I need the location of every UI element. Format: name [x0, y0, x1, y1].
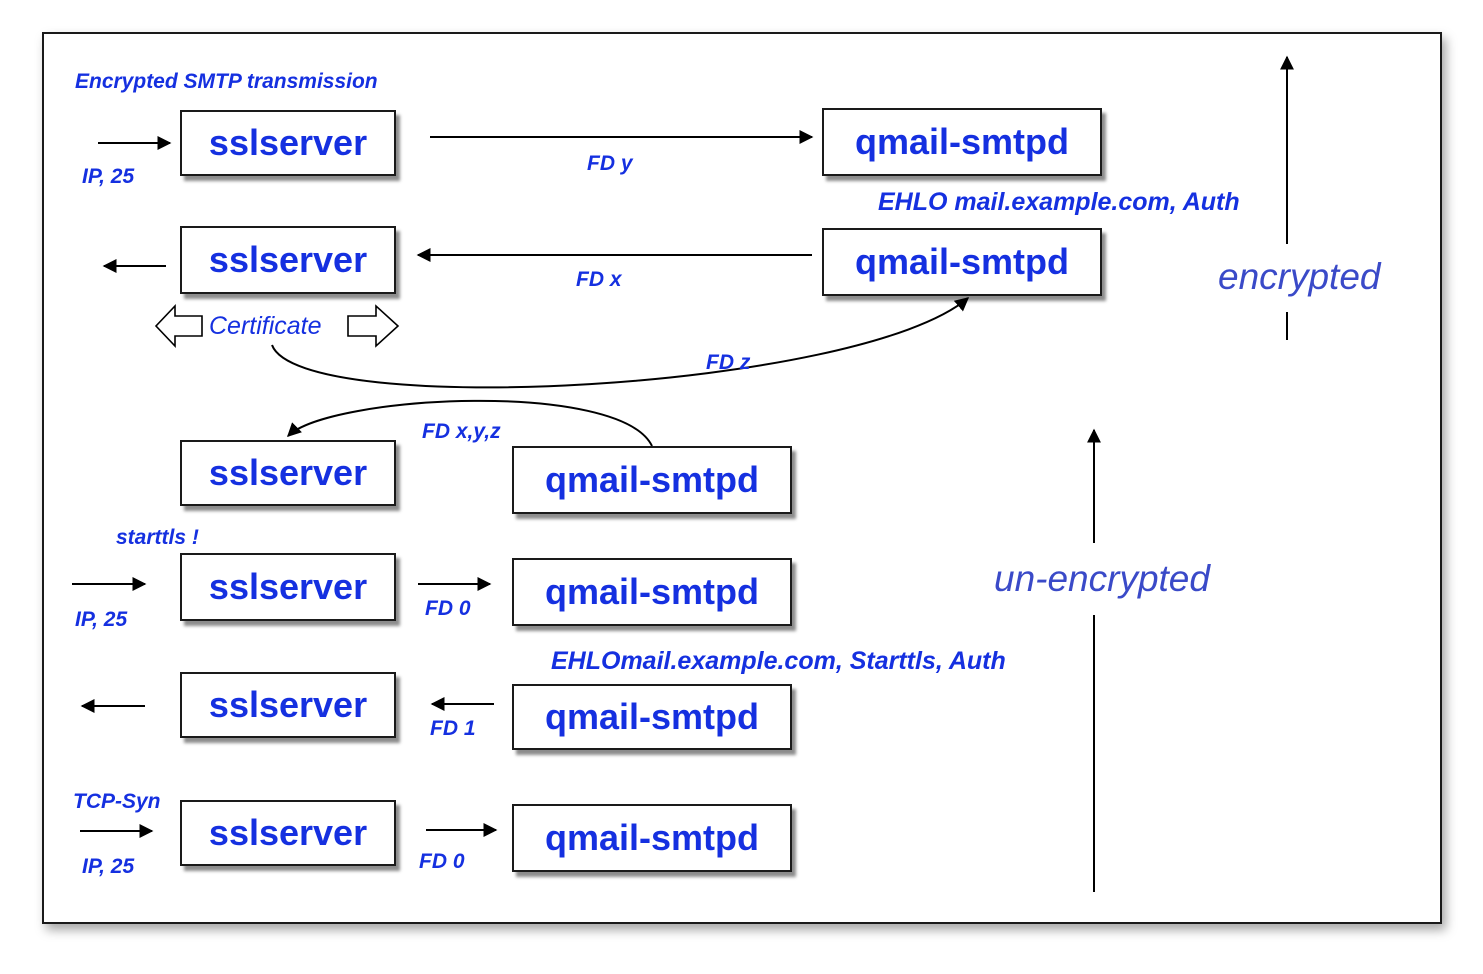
curve-fd-xyz [286, 399, 653, 447]
fd-x-label: FD x [576, 268, 622, 291]
tcp-syn-label: TCP-Syn [73, 790, 161, 813]
ip-port-label-row6: IP, 25 [82, 855, 135, 878]
sslserver-box-row6: sslserver [180, 800, 396, 866]
fd-1-label: FD 1 [430, 717, 476, 740]
unencrypted-zone-label: un-encrypted [994, 558, 1210, 599]
fd-0-label-row6: FD 0 [419, 850, 465, 873]
sslserver-box-row4: sslserver [180, 553, 396, 621]
sslserver-box-row5: sslserver [180, 672, 396, 738]
sslserver-box-row1: sslserver [180, 110, 396, 176]
qmail-smtpd-box-row3: qmail-smtpd [512, 446, 792, 514]
certificate-right-arrow [347, 304, 400, 348]
ehlo-auth-label: EHLO mail.example.com, Auth [878, 188, 1240, 216]
encrypted-smtp-title: Encrypted SMTP transmission [75, 70, 378, 93]
ip-port-label-row1: IP, 25 [82, 165, 135, 188]
qmail-smtpd-box-row2: qmail-smtpd [822, 228, 1102, 296]
sslserver-box-row3: sslserver [180, 440, 396, 506]
encrypted-zone-label: encrypted [1218, 256, 1381, 297]
fd-z-label: FD z [706, 351, 751, 374]
curve-fd-z [271, 297, 970, 389]
ip-port-label-row4: IP, 25 [75, 608, 128, 631]
qmail-smtpd-box-row4: qmail-smtpd [512, 558, 792, 626]
qmail-smtpd-box-row6: qmail-smtpd [512, 804, 792, 872]
qmail-smtpd-box-row1: qmail-smtpd [822, 108, 1102, 176]
fd-y-label: FD y [587, 152, 633, 175]
fd-xyz-label: FD x,y,z [422, 420, 501, 443]
fd-0-label-row4: FD 0 [425, 597, 471, 620]
starttls-label: starttls ! [116, 526, 199, 549]
certificate-label: Certificate [209, 312, 322, 340]
ehlo-starttls-label: EHLOmail.example.com, Starttls, Auth [551, 647, 1006, 675]
qmail-smtpd-box-row5: qmail-smtpd [512, 684, 792, 750]
certificate-left-arrow [154, 303, 203, 349]
sslserver-box-row2: sslserver [180, 226, 396, 294]
